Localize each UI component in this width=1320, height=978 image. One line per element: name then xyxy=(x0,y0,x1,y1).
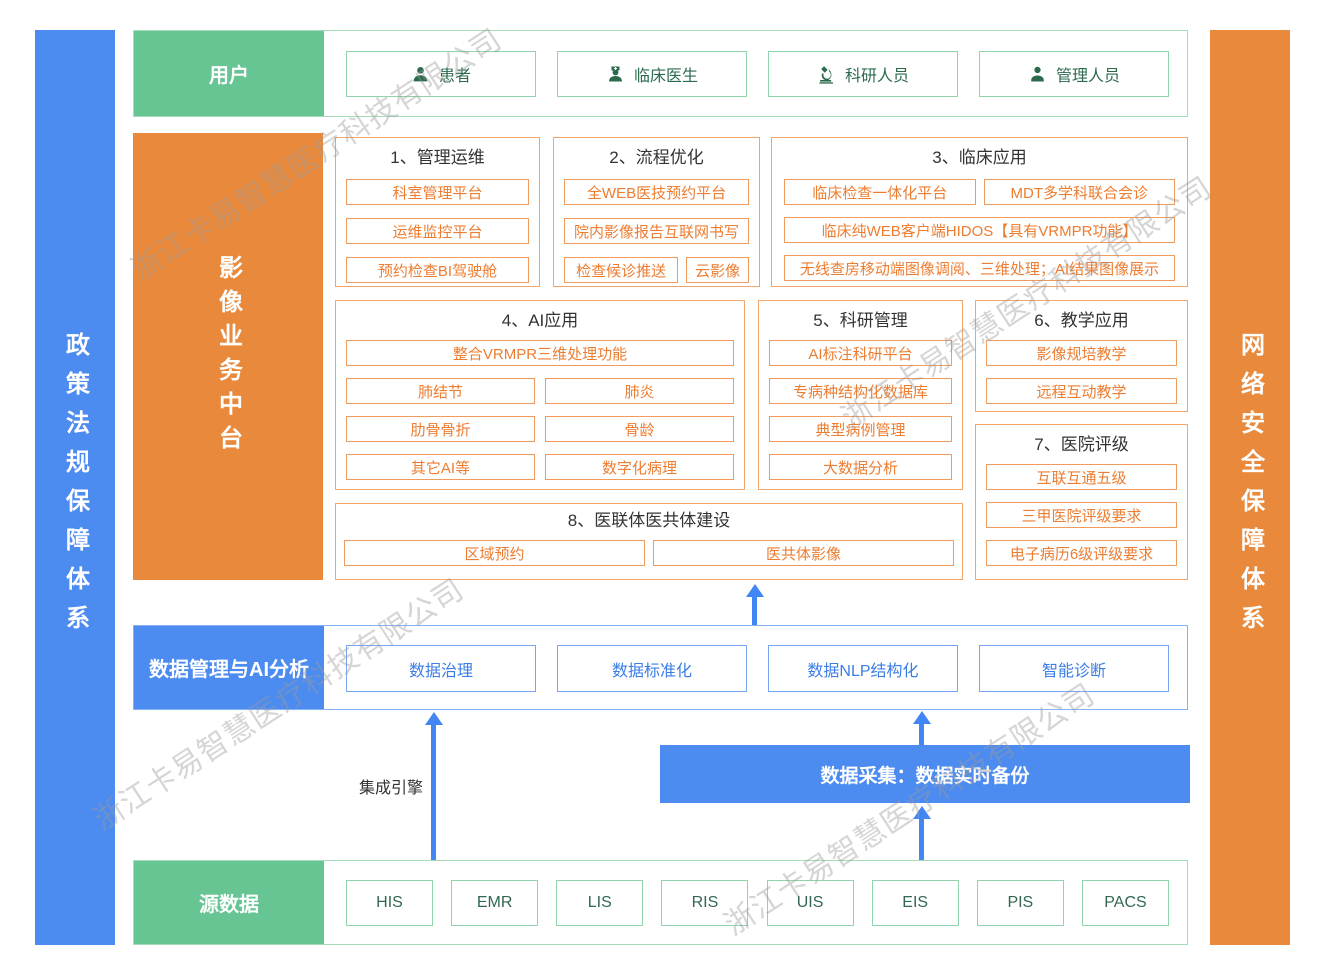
node-cloud-imaging: 云影像 xyxy=(686,257,749,283)
node-pneumonia: 肺炎 xyxy=(545,378,734,404)
node-ops-monitor-platform: 运维监控平台 xyxy=(346,218,529,244)
network-security-bar: 网络安全保障体系 xyxy=(1210,30,1290,945)
data-management-row: 数据管理与AI分析 数据治理 数据标准化 数据NLP结构化 智能诊断 xyxy=(133,625,1188,710)
node-imaging-training: 影像规培教学 xyxy=(986,340,1177,366)
node-internet-report-writing: 院内影像报告互联网书写 xyxy=(564,218,749,244)
section-title: 7、医院评级 xyxy=(1034,435,1129,454)
arrow-up-to-platform xyxy=(746,584,764,597)
section-ai-application: 4、AI应用 整合VRMPR三维处理功能 肺结节 肺炎 肋骨骨折 骨龄 其它AI… xyxy=(335,300,745,490)
user-clinician: 临床医生 xyxy=(557,51,747,97)
network-security-label: 网络安全保障体系 xyxy=(1236,331,1264,644)
user-researcher: 科研人员 xyxy=(768,51,958,97)
source-data-label: 源数据 xyxy=(134,861,324,944)
admin-icon xyxy=(1031,66,1044,82)
node-web-booking-platform: 全WEB医技预约平台 xyxy=(564,179,749,205)
node-eis: EIS xyxy=(871,880,959,926)
user-admin: 管理人员 xyxy=(979,51,1169,97)
arrow-line xyxy=(919,818,924,860)
node-regional-booking: 区域预约 xyxy=(344,540,645,566)
arrow-line xyxy=(919,723,924,746)
imaging-platform-label: 影像业务中台 xyxy=(214,254,242,459)
node-intelligent-diagnosis: 智能诊断 xyxy=(979,645,1169,692)
user-patient: 患者 xyxy=(346,51,536,97)
section-management-ops: 1、管理运维 科室管理平台 运维监控平台 预约检查BI驾驶舱 xyxy=(335,137,540,287)
policy-regulation-label: 政策法规保障体系 xyxy=(61,331,89,644)
data-management-label: 数据管理与AI分析 xyxy=(134,626,324,709)
source-data-items: HIS EMR LIS RIS UIS EIS PIS PACS xyxy=(346,880,1169,926)
section-clinical-application: 3、临床应用 临床检查一体化平台 MDT多学科联合会诊 临床纯WEB客户端HID… xyxy=(771,137,1188,287)
data-collection-bar: 数据采集：数据实时备份 xyxy=(660,745,1190,803)
node-community-imaging: 医共体影像 xyxy=(653,540,954,566)
section-hospital-rating: 7、医院评级 互联互通五级 三甲医院评级要求 电子病历6级评级要求 xyxy=(975,424,1188,580)
node-ai-annotation-platform: AI标注科研平台 xyxy=(769,340,952,366)
node-bone-age: 骨龄 xyxy=(545,416,734,442)
arrow-line xyxy=(752,596,757,625)
data-management-items: 数据治理 数据标准化 数据NLP结构化 智能诊断 xyxy=(346,645,1169,692)
users-row-label: 用户 xyxy=(134,31,324,116)
section-title: 1、管理运维 xyxy=(390,148,485,167)
node-web-client-hidos: 临床纯WEB客户端HIDOS【具有VRMPR功能】 xyxy=(784,217,1175,243)
section-teaching-application: 6、教学应用 影像规培教学 远程互动教学 xyxy=(975,300,1188,412)
node-ris: RIS xyxy=(661,880,749,926)
arrow-line xyxy=(431,724,436,860)
node-data-governance: 数据治理 xyxy=(346,645,536,692)
imaging-platform-label-block: 影像业务中台 xyxy=(133,133,323,580)
user-patient-label: 患者 xyxy=(438,68,471,85)
node-disease-database: 专病种结构化数据库 xyxy=(769,378,952,404)
section-research-management: 5、科研管理 AI标注科研平台 专病种结构化数据库 典型病例管理 大数据分析 xyxy=(758,300,963,490)
users-items: 患者 临床医生 科研人员 管理人员 xyxy=(346,51,1169,97)
node-mobile-rounds-imaging: 无线查房移动端图像调阅、三维处理；AI结果图像展示 xyxy=(784,255,1175,281)
section-title: 8、医联体医共体建设 xyxy=(567,511,731,530)
node-interconnect-level5: 互联互通五级 xyxy=(986,464,1177,490)
node-emr: EMR xyxy=(451,880,539,926)
section-title: 2、流程优化 xyxy=(609,148,704,167)
section-title: 6、教学应用 xyxy=(1034,311,1129,330)
node-data-nlp-structuring: 数据NLP结构化 xyxy=(768,645,958,692)
node-his: HIS xyxy=(346,880,433,926)
user-clinician-label: 临床医生 xyxy=(633,68,698,85)
node-big-data-analysis: 大数据分析 xyxy=(769,454,952,480)
node-typical-case-mgmt: 典型病例管理 xyxy=(769,416,952,442)
node-data-standardization: 数据标准化 xyxy=(557,645,747,692)
integration-engine-label: 集成引擎 xyxy=(358,780,423,797)
node-clinical-exam-platform: 临床检查一体化平台 xyxy=(784,179,976,205)
node-vrmpr-3d: 整合VRMPR三维处理功能 xyxy=(346,340,734,366)
node-tertiary-hospital-rating: 三甲医院评级要求 xyxy=(986,502,1177,528)
user-admin-label: 管理人员 xyxy=(1055,68,1120,85)
patient-icon xyxy=(413,66,428,81)
section-process-optimization: 2、流程优化 全WEB医技预约平台 院内影像报告互联网书写 检查候诊推送 云影像 xyxy=(553,137,760,287)
section-title: 4、AI应用 xyxy=(501,311,579,330)
node-waiting-push: 检查候诊推送 xyxy=(564,257,679,283)
node-lis: LIS xyxy=(556,880,644,926)
node-other-ai: 其它AI等 xyxy=(346,454,535,480)
arrow-collection-to-mgmt xyxy=(913,711,931,724)
users-row: 用户 患者 临床医生 科研人员 管理人员 xyxy=(133,30,1188,117)
arrow-integration-engine xyxy=(425,712,443,725)
node-pacs: PACS xyxy=(1081,880,1169,926)
source-data-row: 源数据 HIS EMR LIS RIS UIS EIS PIS PACS xyxy=(133,860,1188,945)
node-bi-cockpit: 预约检查BI驾驶舱 xyxy=(346,257,529,283)
node-digital-pathology: 数字化病理 xyxy=(545,454,734,480)
section-medical-alliance: 8、医联体医共体建设 区域预约 医共体影像 xyxy=(335,503,963,580)
node-lung-nodule: 肺结节 xyxy=(346,378,535,404)
policy-regulation-bar: 政策法规保障体系 xyxy=(35,30,115,945)
node-mdt-consultation: MDT多学科联合会诊 xyxy=(983,179,1175,205)
node-rib-fracture: 肋骨骨折 xyxy=(346,416,535,442)
node-remote-teaching: 远程互动教学 xyxy=(986,378,1177,404)
section-title: 3、临床应用 xyxy=(932,148,1027,167)
node-uis: UIS xyxy=(766,880,854,926)
doctor-icon xyxy=(609,66,622,82)
section-title: 5、科研管理 xyxy=(813,311,908,330)
node-emr-level6-rating: 电子病历6级评级要求 xyxy=(986,540,1177,566)
node-pis: PIS xyxy=(976,880,1064,926)
microscope-icon xyxy=(819,65,833,84)
node-dept-mgmt-platform: 科室管理平台 xyxy=(346,179,529,205)
user-researcher-label: 科研人员 xyxy=(844,68,909,85)
arrow-source-to-collection xyxy=(913,806,931,819)
